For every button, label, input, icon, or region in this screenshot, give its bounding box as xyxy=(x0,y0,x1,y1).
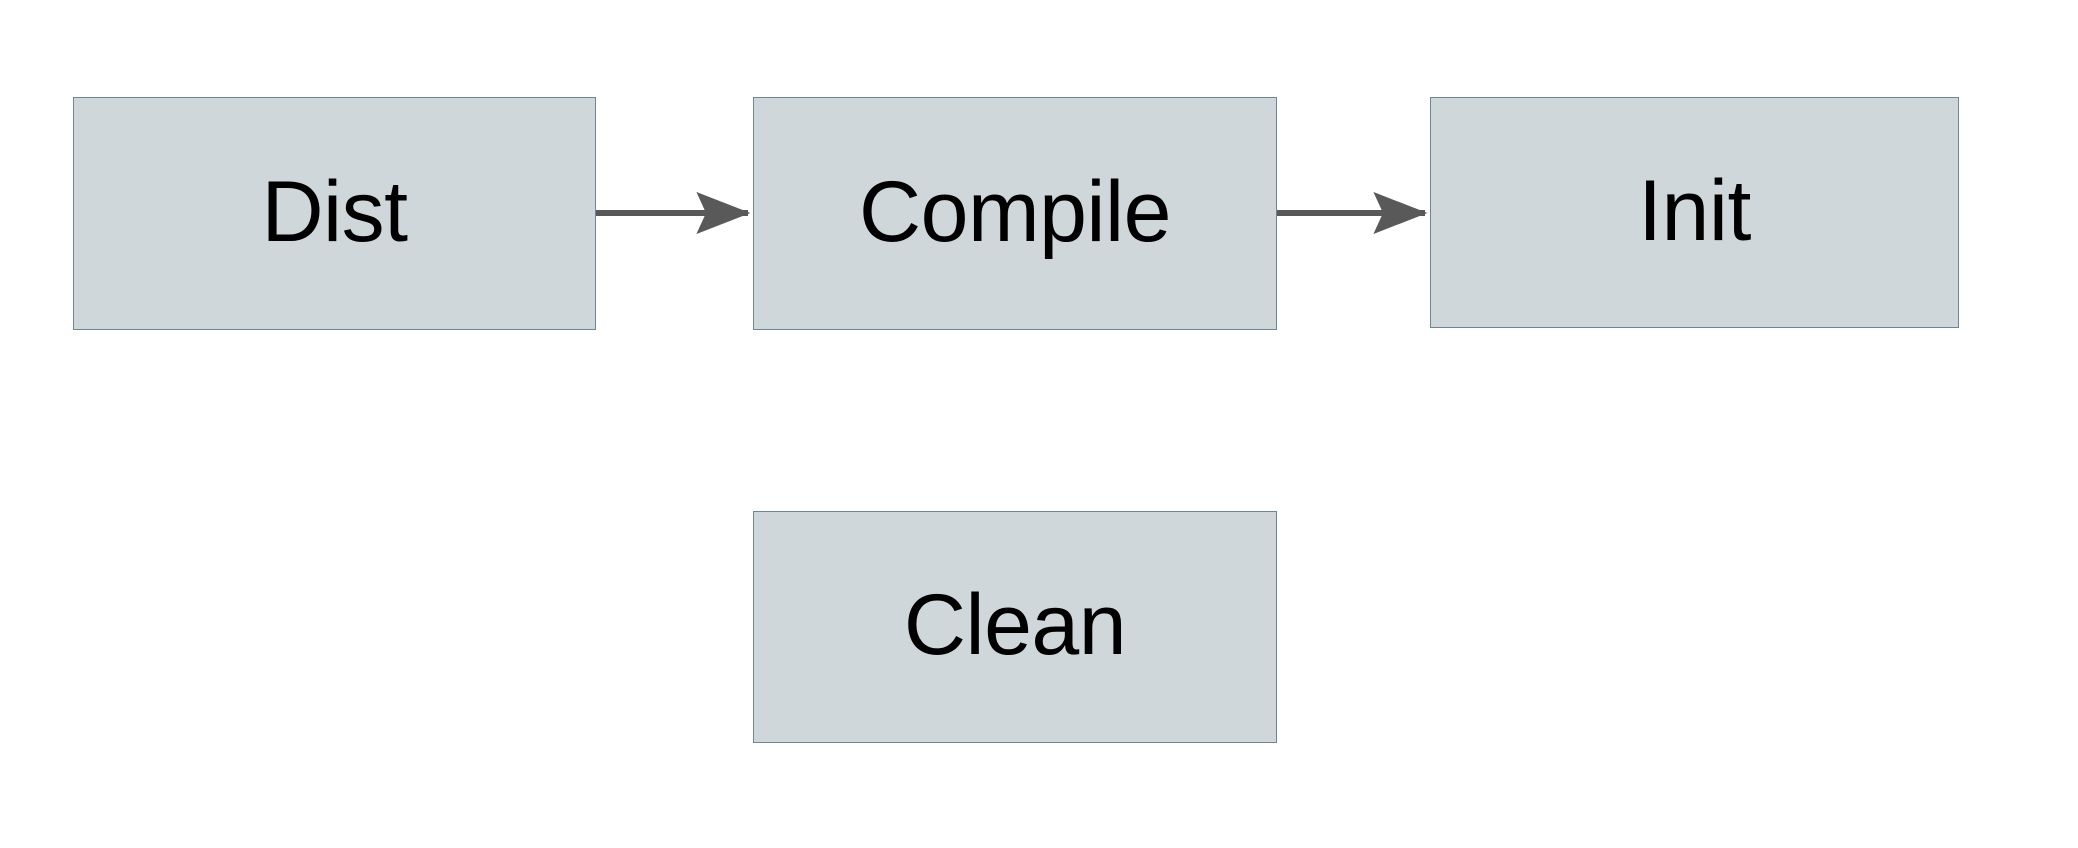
edge-dist-to-compile-hit[interactable] xyxy=(596,189,753,237)
edge-compile-to-init-hit[interactable] xyxy=(1277,189,1430,237)
node-dist[interactable]: Dist xyxy=(73,97,596,330)
node-clean-label: Clean xyxy=(903,577,1127,673)
node-init[interactable]: Init xyxy=(1430,97,1959,328)
node-compile[interactable]: Compile xyxy=(753,97,1277,330)
node-init-label: Init xyxy=(1638,162,1751,259)
node-clean[interactable]: Clean xyxy=(753,511,1277,743)
node-dist-label: Dist xyxy=(261,163,408,260)
node-compile-label: Compile xyxy=(859,163,1171,260)
